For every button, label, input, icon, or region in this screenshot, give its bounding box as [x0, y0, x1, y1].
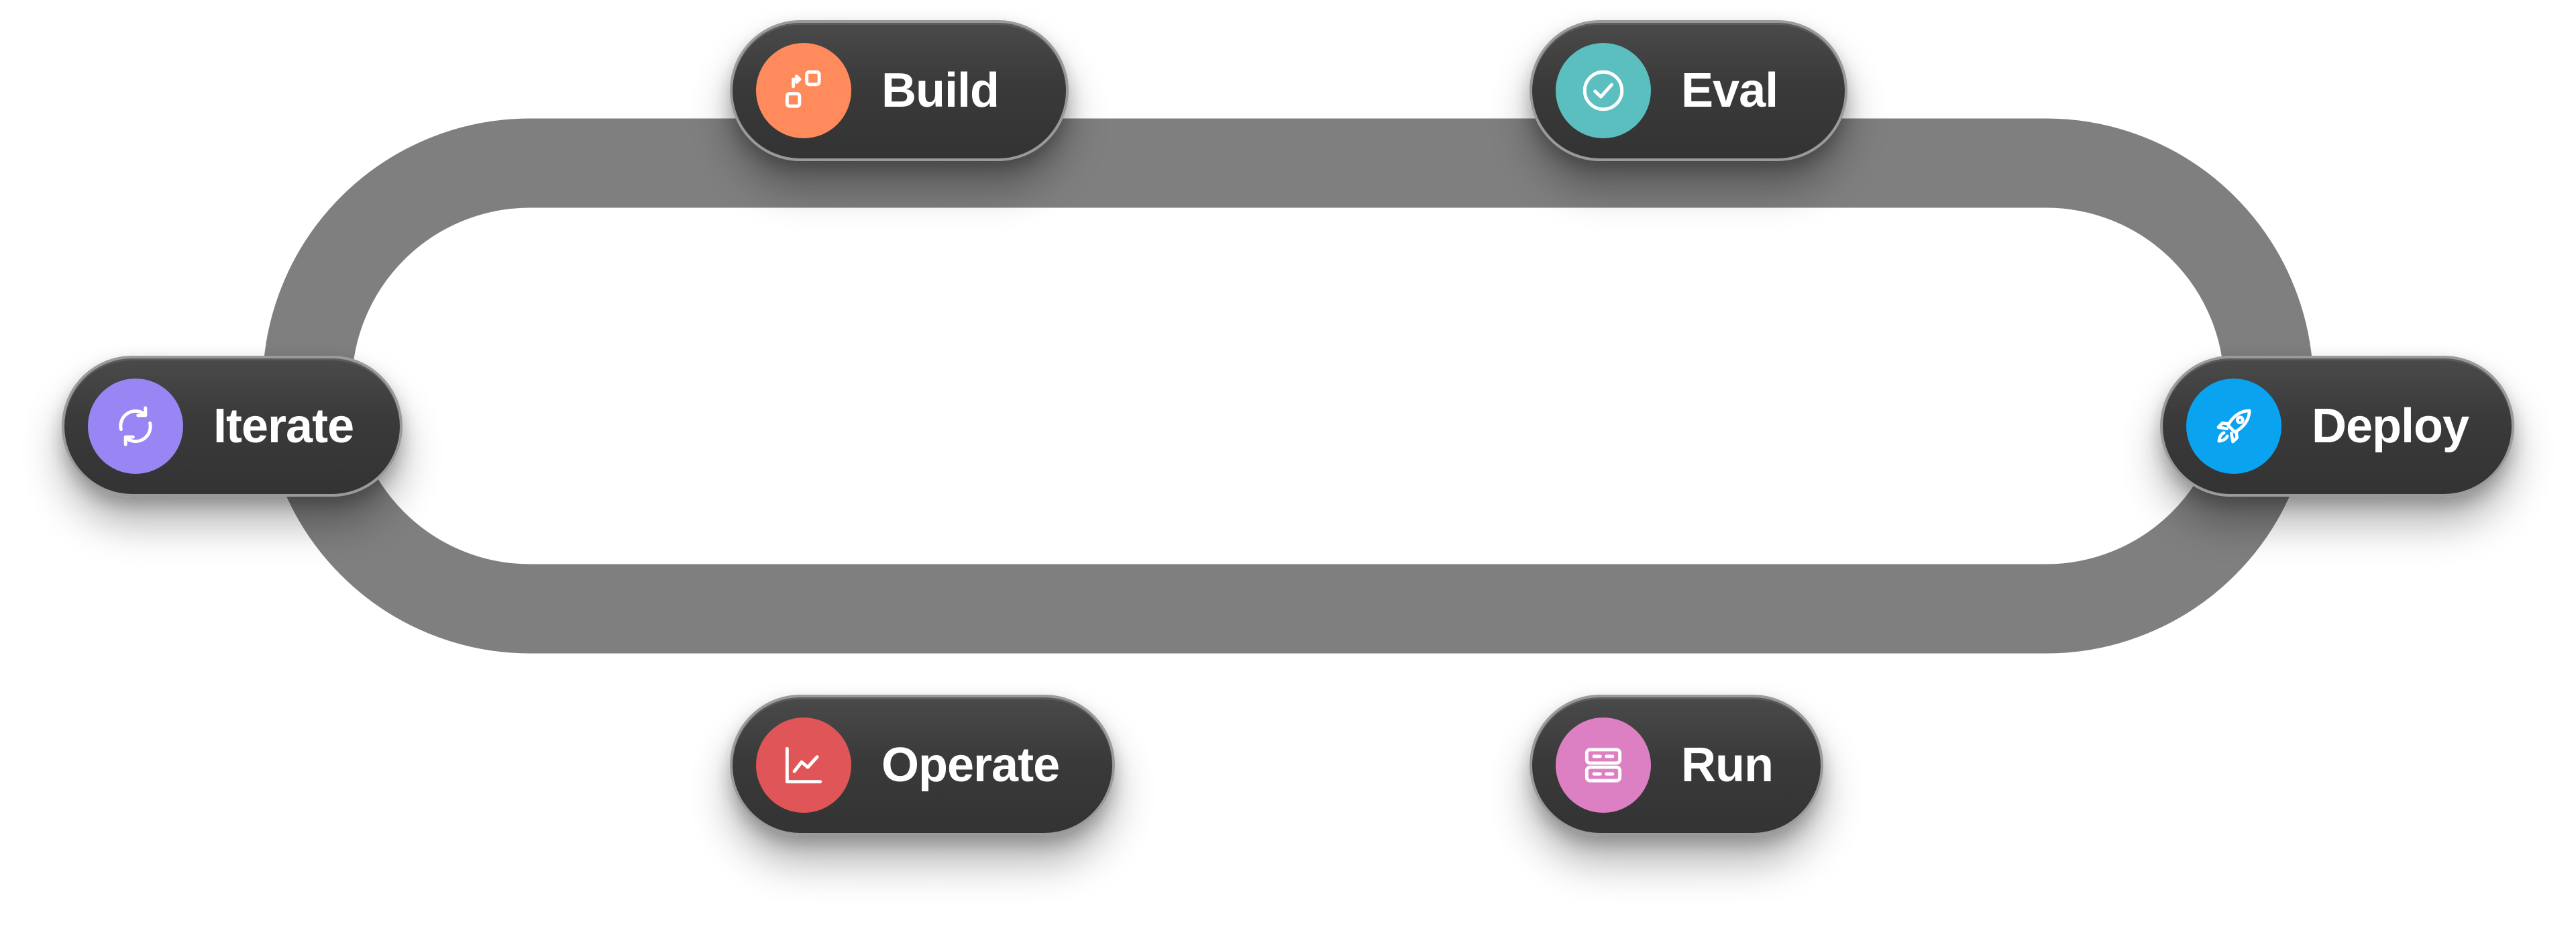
- operate-label: Operate: [881, 738, 1060, 792]
- components-icon: [785, 70, 821, 108]
- step-build-pill[interactable]: Build: [730, 20, 1069, 161]
- server-icon: [1585, 748, 1622, 783]
- eval-badge: [1556, 43, 1651, 138]
- deploy-badge: [2186, 379, 2282, 474]
- step-deploy-pill[interactable]: Deploy: [2160, 356, 2514, 497]
- iterate-badge: [88, 379, 183, 474]
- loop-path: [262, 118, 2314, 654]
- step-operate-pill[interactable]: Operate: [730, 695, 1115, 836]
- run-label: Run: [1681, 738, 1774, 792]
- build-badge: [756, 43, 851, 138]
- step-iterate-pill[interactable]: Iterate: [62, 356, 402, 497]
- rocket-icon: [2216, 409, 2251, 444]
- check-circle-icon: [1582, 70, 1624, 111]
- refresh-icon: [119, 406, 152, 446]
- step-eval-pill[interactable]: Eval: [1529, 20, 1847, 161]
- line-chart-icon: [785, 746, 822, 784]
- operate-badge: [756, 717, 851, 813]
- run-badge: [1556, 717, 1651, 813]
- build-label: Build: [881, 64, 1000, 117]
- deploy-label: Deploy: [2312, 399, 2469, 453]
- iterate-label: Iterate: [213, 399, 354, 453]
- eval-label: Eval: [1681, 64, 1778, 117]
- step-run-pill[interactable]: Run: [1529, 695, 1823, 836]
